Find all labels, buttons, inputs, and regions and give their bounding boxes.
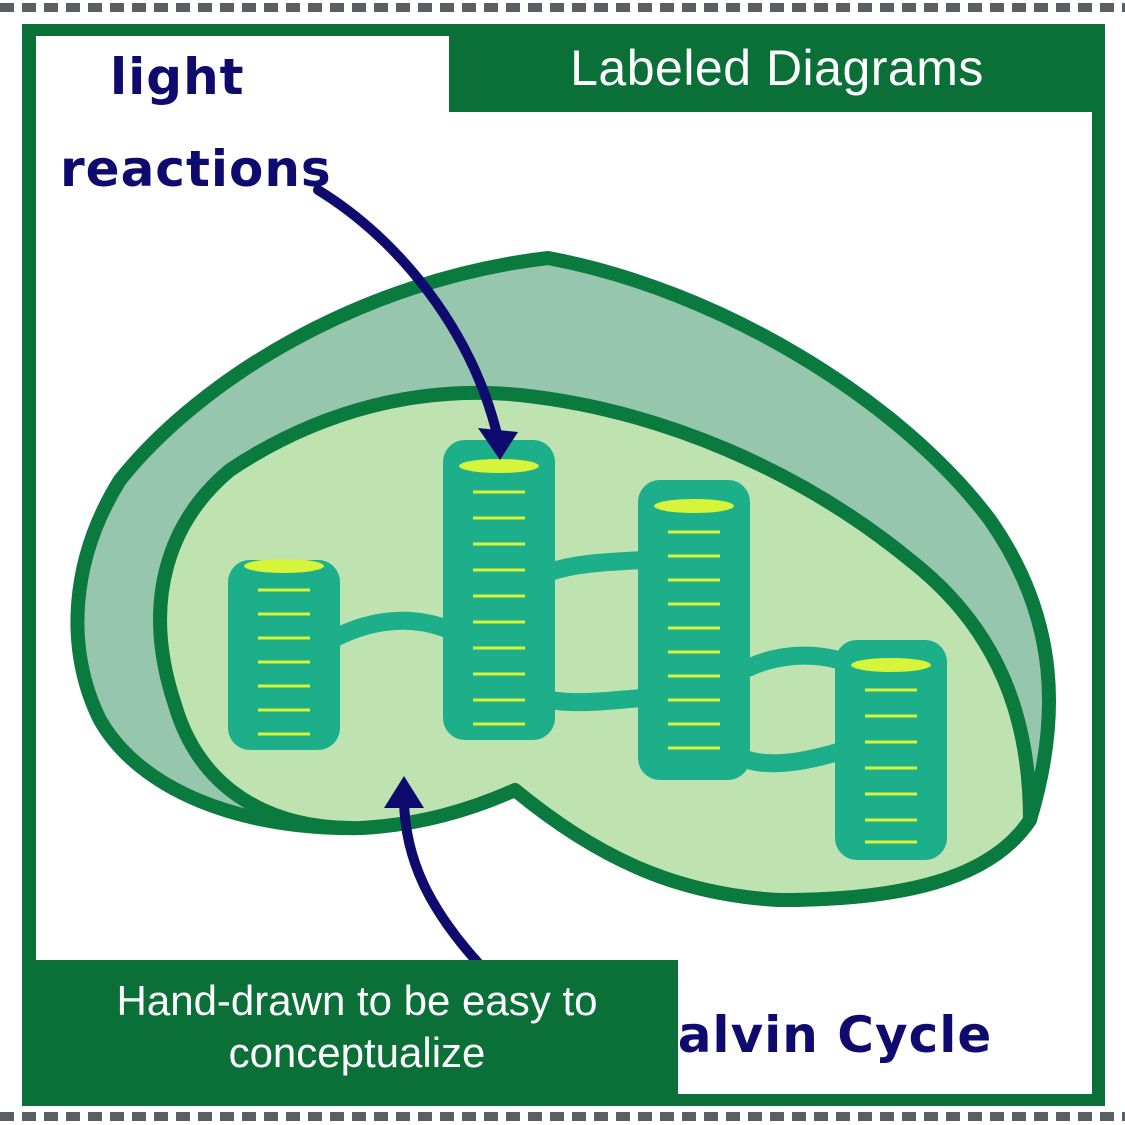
light-reactions-arrow-icon <box>313 185 501 435</box>
light-reactions-label-line2: reactions <box>60 140 332 198</box>
calvin-cycle-arrow-icon <box>399 795 485 970</box>
stroma-lamellae <box>326 551 847 773</box>
top-dashed-border <box>0 3 1125 12</box>
chloroplast-stroma <box>153 385 1037 907</box>
granum-stack-4 <box>835 640 947 860</box>
granum-stack-3 <box>638 480 750 780</box>
granum-stack-2 <box>443 440 555 740</box>
page-title: Labeled Diagrams <box>570 40 984 96</box>
caption-banner: Hand-drawn to be easy to conceptualize <box>36 960 678 1094</box>
light-reactions-label-line1: light <box>110 48 245 106</box>
granum-stack-1 <box>228 559 340 750</box>
bottom-dashed-border <box>0 1112 1125 1121</box>
calvin-cycle-arrowhead-icon <box>384 776 424 808</box>
caption-text: Hand-drawn to be easy to conceptualize <box>116 976 598 1077</box>
calvin-cycle-label: Calvin Cycle <box>640 1006 993 1064</box>
light-reactions-arrowhead-icon <box>478 428 518 460</box>
header-banner: Labeled Diagrams <box>449 24 1105 112</box>
